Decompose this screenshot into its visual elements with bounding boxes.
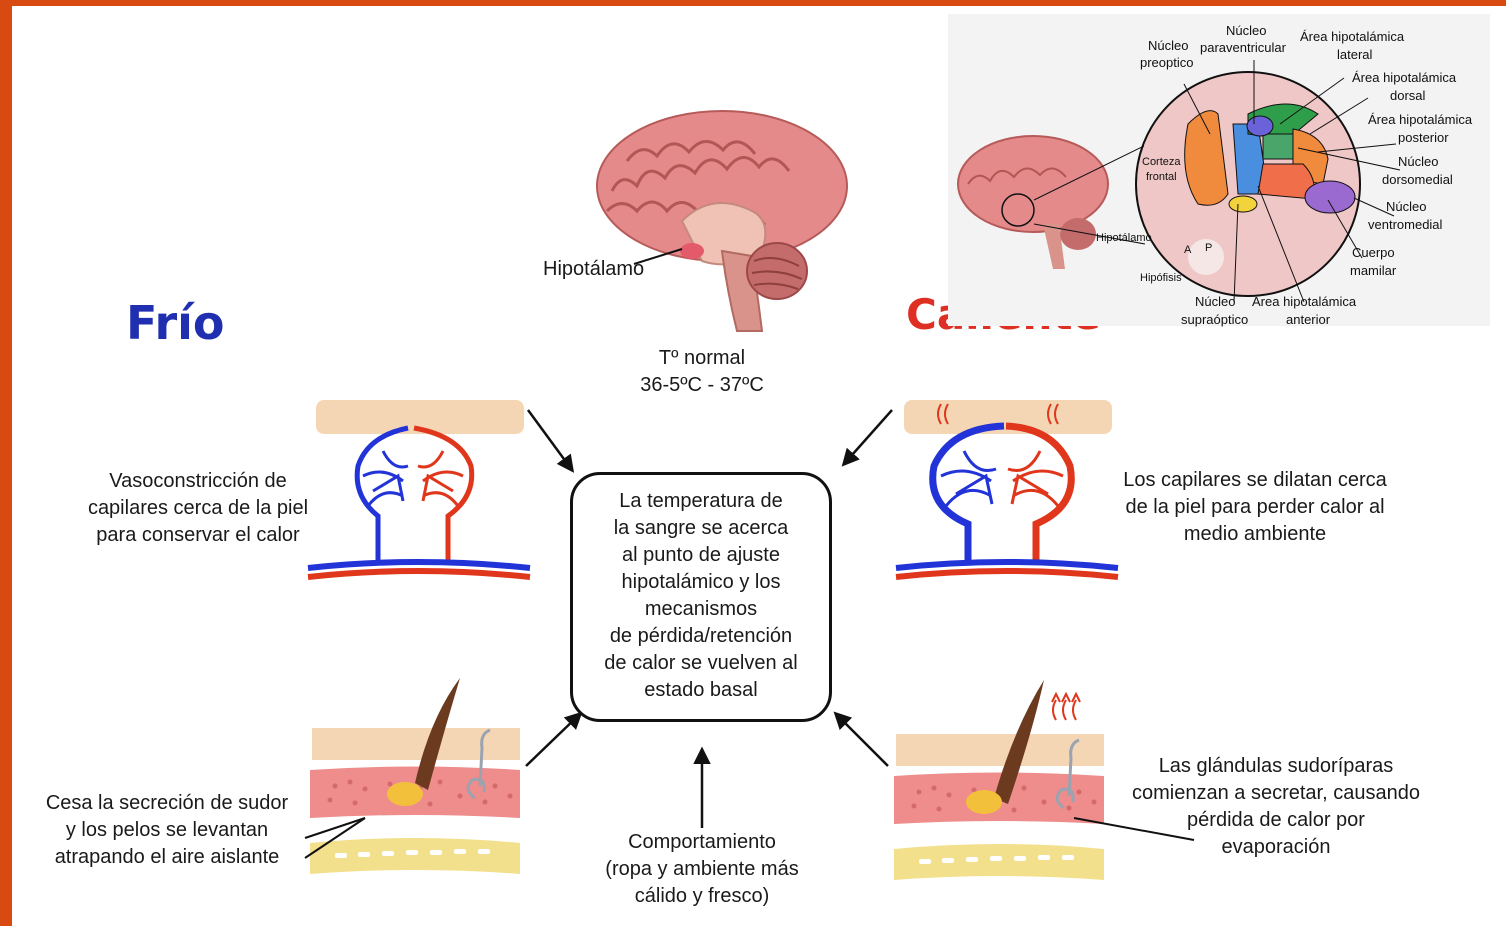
cold-vasoconstriction-line-1: Vasoconstricción de	[67, 468, 329, 495]
cold-sweat-line-2: y los pelos se levantan	[26, 817, 308, 844]
center-line-4: hipotalámico y los	[570, 569, 832, 596]
hot-sweat-line-1: Las glándulas sudoríparas	[1118, 753, 1434, 780]
center-line-2: la sangre se acerca	[570, 515, 832, 542]
hot-sweat-line-4: evaporación	[1118, 834, 1434, 861]
hot-sweat-line-2: comienzan a secretar, causando	[1118, 780, 1434, 807]
hot-vasodilation-line-3: medio ambiente	[1102, 521, 1408, 548]
center-line-6: de pérdida/retención	[570, 623, 832, 650]
cold-sweat-line-1: Cesa la secreción de sudor	[26, 790, 308, 817]
arrow-top-right	[844, 410, 892, 464]
arrow-bottom-left	[526, 714, 580, 766]
hot-vasodilation-line-1: Los capilares se dilatan cerca	[1102, 467, 1408, 494]
center-line-8: estado basal	[570, 677, 832, 704]
center-line-5: mecanismos	[570, 596, 832, 623]
cold-vasoconstriction-line-3: para conservar el calor	[67, 522, 329, 549]
cold-vasoconstriction-line-2: capilares cerca de la piel	[67, 495, 329, 522]
behavior-line-3: cálido y fresco)	[580, 883, 824, 910]
center-line-1: La temperatura de	[570, 488, 832, 515]
arrow-top-left	[528, 410, 572, 470]
behavior-line-2: (ropa y ambiente más	[580, 856, 824, 883]
behavior-line-1: Comportamiento	[580, 829, 824, 856]
hot-vasodilation-line-2: de la piel para perder calor al	[1102, 494, 1408, 521]
arrow-bottom-right	[836, 714, 888, 766]
center-line-7: de calor se vuelven al	[570, 650, 832, 677]
cold-sweat-line-3: atrapando el aire aislante	[26, 844, 308, 871]
slide: Frío Caliente Hipotálamo Tº normal 36-5º…	[12, 6, 1506, 926]
hot-sweat-line-3: pérdida de calor por	[1118, 807, 1434, 834]
center-line-3: al punto de ajuste	[570, 542, 832, 569]
